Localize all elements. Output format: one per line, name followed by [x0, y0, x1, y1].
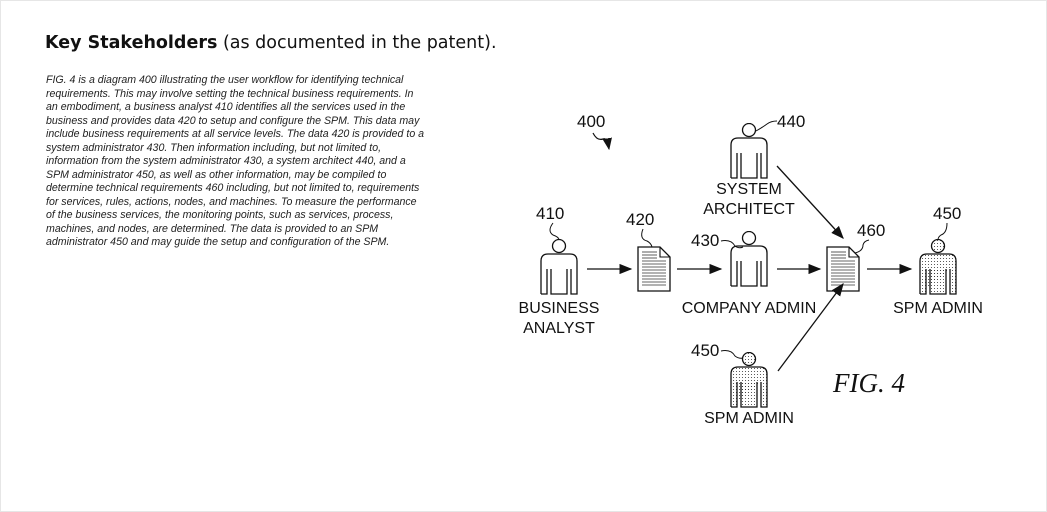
leader-line	[720, 350, 744, 359]
spm-admin-bottom-node: 450 SPM ADMIN	[691, 341, 794, 427]
person-icon	[541, 240, 577, 295]
company-admin-label: COMPANY ADMIN	[682, 300, 817, 317]
ref-410: 410	[536, 204, 564, 223]
arrow-spm-admin-to-requirements	[777, 282, 844, 372]
ref-400-arrow	[592, 132, 612, 151]
ref-460: 460	[857, 221, 885, 240]
figure-label: FIG. 4	[832, 368, 905, 398]
data-420-node: 420	[626, 210, 670, 291]
leader-line	[549, 222, 560, 241]
business-analyst-label: ANALYST	[523, 320, 595, 337]
ref-440: 440	[777, 112, 805, 131]
leader-line	[937, 222, 948, 241]
spm-admin-bottom-label: SPM ADMIN	[704, 410, 794, 427]
person-icon-shaded	[920, 240, 956, 295]
title-rest: (as documented in the patent).	[217, 33, 497, 53]
business-analyst-label: BUSINESS	[519, 300, 600, 317]
ref-450-right: 450	[933, 204, 961, 223]
ref-400: 400	[577, 112, 605, 131]
person-icon	[731, 232, 767, 287]
leader-line	[854, 239, 870, 254]
system-architect-label: ARCHITECT	[703, 201, 795, 218]
business-analyst-node: 410 BUSINESS ANALYST	[519, 204, 600, 337]
page-title: Key Stakeholders (as documented in the p…	[45, 33, 497, 53]
ref-450-bottom: 450	[691, 341, 719, 360]
company-admin-node: 430 COMPANY ADMIN	[682, 231, 817, 317]
ref-430: 430	[691, 231, 719, 250]
leader-line	[641, 228, 653, 248]
leader-line	[720, 240, 744, 249]
spm-admin-right-label: SPM ADMIN	[893, 300, 983, 317]
description-text: FIG. 4 is a diagram 400 illustrating the…	[46, 74, 425, 248]
document-icon	[638, 247, 670, 291]
system-architect-label: SYSTEM	[716, 181, 782, 198]
requirements-460-node: 460	[827, 221, 885, 291]
spm-admin-right-node: 450 SPM ADMIN	[893, 204, 983, 317]
system-architect-node: 440 SYSTEM ARCHITECT	[703, 112, 805, 218]
person-icon-shaded	[731, 353, 767, 408]
title-bold: Key Stakeholders	[45, 33, 218, 53]
person-icon	[731, 124, 767, 179]
ref-420: 420	[626, 210, 654, 229]
leader-line	[755, 120, 778, 132]
arrow-architect-to-requirements	[776, 165, 844, 239]
